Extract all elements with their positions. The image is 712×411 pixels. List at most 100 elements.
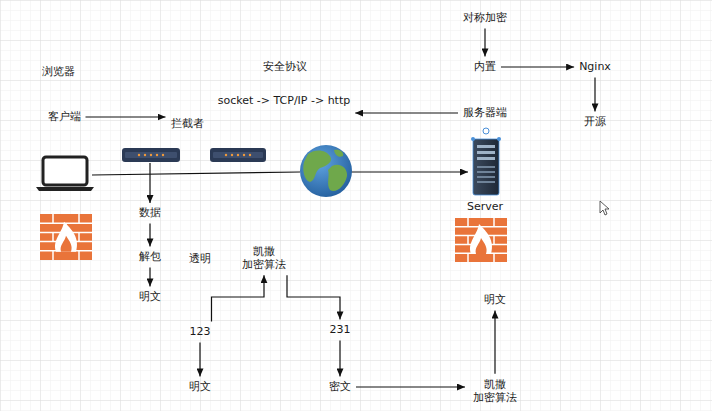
router-led — [150, 154, 152, 156]
step-text: 客户端 — [48, 110, 81, 123]
step-text: 解包 — [139, 250, 161, 263]
note-label: 安全协议 — [260, 58, 310, 75]
server-icon — [471, 128, 501, 195]
flow-arrow — [339, 341, 340, 377]
brick-joint — [52, 214, 54, 223]
flow-step: 123 — [187, 323, 214, 340]
firewall-icon — [40, 214, 92, 260]
router-icon — [210, 148, 266, 162]
selection-handle — [471, 137, 475, 141]
note-label: 浏览器 — [39, 63, 78, 80]
brick-joint — [78, 232, 80, 241]
server-slot — [477, 157, 495, 160]
server-slot — [477, 145, 495, 148]
firewall-bricks — [455, 218, 507, 262]
step-text: socket -> TCP/IP -> http — [218, 94, 350, 107]
step-text: 密文 — [329, 380, 351, 393]
router-panel — [125, 152, 177, 158]
step-text: 231 — [330, 323, 351, 336]
step-text: Nginx — [579, 60, 611, 73]
firewall-icon — [455, 218, 507, 262]
flow-step: 对称加密 — [460, 9, 510, 26]
flow-step: 密文 — [326, 378, 354, 395]
flow-step: 客户端 — [45, 108, 84, 125]
flow-arrow — [149, 224, 150, 247]
flame — [55, 222, 77, 252]
step-text: 开源 — [584, 115, 606, 128]
flow-arrow — [594, 78, 595, 112]
router-led — [162, 154, 164, 156]
laptop-base — [36, 187, 94, 191]
router-led — [144, 154, 146, 156]
brick-joint — [467, 218, 469, 227]
flow-step: 明文 — [136, 288, 164, 305]
brick-joint — [467, 253, 469, 262]
step-text: 123 — [190, 325, 211, 338]
flow-step: 数据 — [136, 204, 164, 221]
server-slot — [477, 166, 495, 168]
server-slot — [477, 151, 495, 154]
selection-handle — [497, 137, 501, 141]
router-led — [237, 154, 239, 156]
brick-joint — [78, 251, 80, 260]
server-slot — [477, 176, 495, 178]
router-icon — [122, 148, 180, 162]
flow-step: socket -> TCP/IP -> http — [215, 92, 353, 109]
selection-handle — [483, 128, 489, 134]
flow-arrow — [149, 268, 150, 287]
flow-step: 明文 — [186, 378, 214, 395]
laptop-screen — [43, 157, 87, 185]
router-led — [225, 154, 227, 156]
flow-step: 开源 — [581, 113, 609, 130]
step-text: 拦截者 — [171, 117, 204, 130]
flow-arrow — [501, 66, 574, 67]
flow-step: 内置 — [471, 58, 499, 75]
step-text: 对称加密 — [463, 11, 507, 24]
mouse-cursor — [600, 201, 609, 215]
router-led — [138, 154, 140, 156]
tap-arrow — [149, 163, 150, 203]
firewall-bricks — [40, 214, 92, 260]
step-text: 明文 — [484, 293, 506, 306]
globe-icon — [300, 145, 352, 197]
flow-step: 拦截者 — [168, 115, 207, 132]
flow-step: 服务器端 — [460, 104, 510, 121]
brick-joint — [78, 214, 80, 223]
step-text: 凯撒 加密算法 — [470, 378, 520, 404]
brick-joint — [493, 253, 495, 262]
flow-arrow — [287, 275, 340, 319]
flow-arrow — [356, 386, 465, 387]
brick-joint — [493, 218, 495, 227]
network-wire — [92, 172, 300, 175]
flow-step: 明文 — [481, 291, 509, 308]
flow-arrow — [86, 116, 166, 117]
flow-arrow — [484, 29, 485, 57]
server-slot — [477, 171, 495, 173]
step-text: 凯撒 加密算法 — [239, 245, 289, 271]
flow-arrow — [212, 275, 265, 321]
brick-joint — [467, 236, 469, 245]
flow-step: Nginx — [576, 58, 614, 75]
server-slot — [477, 181, 495, 183]
note-label: 透明 — [186, 250, 214, 267]
router-panel — [213, 152, 263, 158]
flow-arrow — [199, 343, 200, 377]
router-led — [243, 154, 245, 156]
flow-arrow — [355, 112, 458, 113]
network-wire — [351, 171, 468, 172]
router-led — [231, 154, 233, 156]
brick-joint — [52, 251, 54, 260]
step-text: 服务器端 — [463, 106, 507, 119]
step-text: 内置 — [474, 60, 496, 73]
router-led — [249, 154, 251, 156]
laptop-icon — [36, 157, 94, 191]
router-body — [122, 148, 180, 162]
router-led — [156, 154, 158, 156]
flow-step: 231 — [327, 321, 354, 338]
flame-core — [61, 236, 72, 252]
flow-step: 解包 — [136, 248, 164, 265]
brick-joint — [52, 232, 54, 241]
